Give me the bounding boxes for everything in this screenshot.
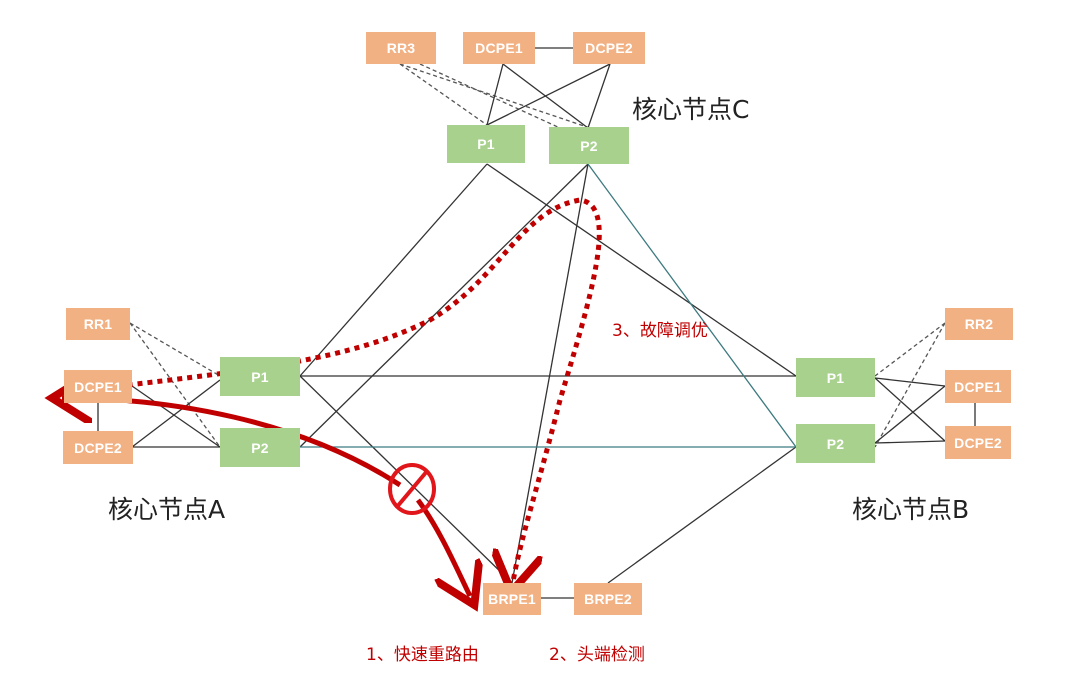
- site-b-dcpe1-node[interactable]: DCPE1: [945, 370, 1011, 403]
- fault-tuning-note: 3、故障调优: [612, 321, 708, 341]
- teal-links: [300, 163, 797, 448]
- site-c-links: [399, 47, 611, 129]
- site-b-p1-node[interactable]: P1: [796, 358, 875, 397]
- brpe2-node[interactable]: BRPE2: [574, 583, 642, 615]
- site-c-p1-label: P1: [477, 136, 495, 152]
- head-end-detection-note: 2、头端检测: [549, 645, 645, 665]
- site-a-p2-node[interactable]: P2: [220, 428, 300, 467]
- site-a-dcpe2-label: DCPE2: [74, 439, 122, 456]
- brpe1-node[interactable]: BRPE1: [483, 583, 541, 615]
- site-c-dcpe1-label: DCPE1: [475, 40, 523, 56]
- site-a-dcpe1-node[interactable]: DCPE1: [64, 370, 132, 403]
- site-c-title: 核心节点C: [632, 95, 750, 124]
- site-a-links: [97, 322, 221, 448]
- rr2-label: RR2: [964, 316, 994, 332]
- site-a-title: 核心节点A: [108, 495, 226, 524]
- site-b-p2-label: P2: [826, 435, 845, 452]
- fault-tuning-dotted-path: [57, 197, 602, 582]
- fast-reroute-arrow-down: [415, 498, 470, 596]
- core-links: [299, 163, 797, 599]
- rr3-label: RR3: [386, 40, 416, 56]
- site-c-dcpe2-label: DCPE2: [585, 40, 633, 56]
- site-b-title: 核心节点B: [852, 495, 970, 524]
- rr1-label: RR1: [83, 316, 113, 332]
- rr1-node[interactable]: RR1: [66, 308, 130, 340]
- site-a-dcpe1-label: DCPE1: [74, 378, 122, 395]
- site-b-p2-node[interactable]: P2: [796, 424, 875, 463]
- site-a-p2-label: P2: [251, 439, 269, 456]
- rr2-node[interactable]: RR2: [945, 308, 1013, 340]
- site-a-dcpe2-node[interactable]: DCPE2: [63, 431, 133, 464]
- site-a-p1-label: P1: [251, 368, 269, 385]
- site-c-p2-node[interactable]: P2: [549, 127, 629, 164]
- site-b-p1-label: P1: [826, 369, 845, 386]
- fast-reroute-note: 1、快速重路由: [366, 645, 479, 665]
- brpe2-label: BRPE2: [584, 591, 632, 607]
- site-c-p1-node[interactable]: P1: [447, 125, 525, 163]
- site-b-links: [874, 322, 976, 448]
- site-c-p2-label: P2: [580, 137, 598, 154]
- site-b-dcpe1-label: DCPE1: [954, 378, 1002, 395]
- site-c-dcpe2-node[interactable]: DCPE2: [573, 32, 645, 64]
- site-c-dcpe1-node[interactable]: DCPE1: [463, 32, 535, 64]
- rr3-node[interactable]: RR3: [366, 32, 436, 64]
- site-a-p1-node[interactable]: P1: [220, 357, 300, 396]
- site-b-dcpe2-label: DCPE2: [954, 434, 1002, 451]
- brpe1-label: BRPE1: [488, 591, 536, 607]
- site-b-dcpe2-node[interactable]: DCPE2: [945, 426, 1011, 459]
- link-failure-marker: [388, 463, 436, 515]
